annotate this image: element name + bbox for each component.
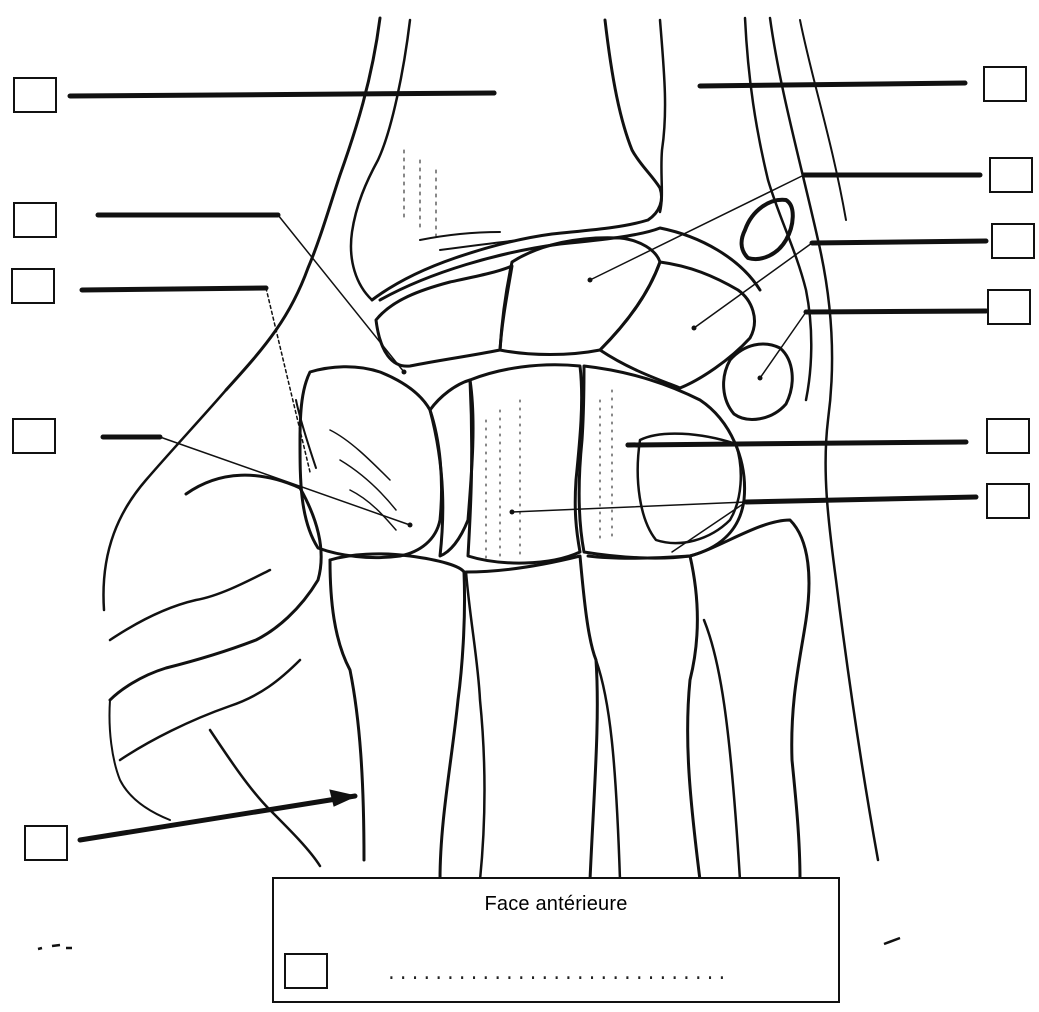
answer-box-upper-left-1[interactable]	[13, 202, 57, 238]
stray-mark-left	[38, 945, 72, 949]
pisiform-outline	[724, 344, 793, 419]
scaphoid-outline	[376, 266, 512, 366]
answer-box-right-4[interactable]	[987, 289, 1031, 325]
leader-right-5	[628, 442, 966, 445]
lunate-outline	[500, 238, 660, 355]
answer-box-right-2[interactable]	[989, 157, 1033, 193]
bone-outlines	[103, 18, 878, 880]
stray-mark-right	[884, 938, 900, 944]
metacarpal-5	[690, 520, 809, 880]
answer-box-right-5[interactable]	[986, 418, 1030, 454]
radius-inner-outline	[351, 20, 410, 300]
leader-endpoints	[402, 91, 763, 528]
metacarpal-2-left	[330, 560, 364, 860]
leader-middle-left-thin	[160, 437, 410, 525]
legend-answer-box[interactable]	[284, 953, 328, 989]
metacarpal-2	[330, 554, 465, 880]
thumb-skin	[109, 700, 170, 820]
leader-top-left	[70, 93, 494, 96]
arrowhead-bottom-left	[330, 790, 356, 806]
answer-box-right-3[interactable]	[991, 223, 1035, 259]
answer-box-top-right[interactable]	[983, 66, 1027, 102]
metacarpal-1-lower	[110, 570, 270, 640]
legend-title: Face antérieure	[274, 893, 838, 916]
leader-right-2-thin	[590, 175, 804, 280]
triquetrum-outline	[600, 262, 754, 388]
leader-upper-left-2-thin	[266, 288, 310, 472]
shading-radius	[404, 150, 436, 236]
metacarpal-4	[588, 556, 700, 880]
ulna-outline	[660, 20, 665, 212]
answer-box-middle-left[interactable]	[12, 418, 56, 454]
capitate-outline	[468, 365, 582, 563]
leader-right-4	[806, 311, 986, 312]
thumb-outline	[103, 390, 226, 610]
metacarpal-3-left	[466, 572, 485, 880]
answer-box-bottom-left[interactable]	[24, 825, 68, 861]
answer-box-upper-left-2[interactable]	[11, 268, 55, 304]
metacarpal-1	[110, 475, 321, 700]
metacarpal-4-left	[596, 660, 620, 880]
leader-bottom-left	[80, 796, 355, 840]
shading-metacarpal	[486, 400, 520, 560]
answer-box-right-6[interactable]	[986, 483, 1030, 519]
leader-right-6	[746, 497, 976, 502]
leader-lines	[70, 83, 986, 840]
shading-carpal-2	[420, 232, 520, 250]
shading-carpal-1	[330, 430, 396, 530]
radius-outline	[226, 18, 380, 390]
metacarpal-3	[466, 556, 597, 880]
legend-answer-line[interactable]: ..............................	[386, 965, 732, 985]
leader-upper-left-2	[82, 288, 266, 290]
leader-top-right	[700, 83, 965, 86]
leader-right-6-thin	[512, 502, 746, 512]
ulna-outer-outline	[745, 18, 811, 400]
thenar-line	[210, 730, 320, 866]
metacarpal-5-left	[704, 620, 740, 880]
shading-hamate	[600, 390, 612, 540]
leader-right-3	[812, 241, 986, 243]
answer-box-top-left[interactable]	[13, 77, 57, 113]
forearm-right-skin	[770, 18, 878, 860]
hamate-inner-detail	[638, 434, 741, 543]
legend-panel: Face antérieure ........................…	[272, 877, 840, 1003]
